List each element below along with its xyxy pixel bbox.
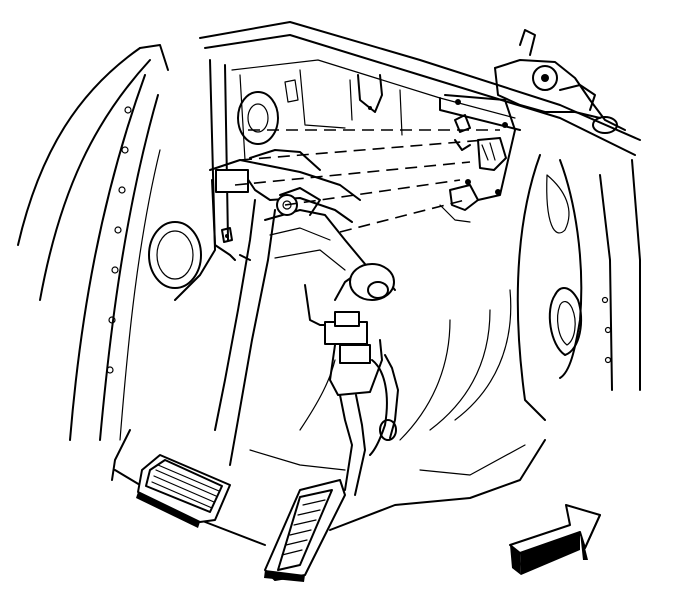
a-pillar-frame <box>17 44 169 441</box>
accelerator-pedal-module <box>304 263 399 496</box>
right-kick-panel <box>516 154 641 421</box>
steering-column-support <box>494 29 626 134</box>
pedal-mounting-studs <box>439 94 516 223</box>
brake-pedal-pad <box>136 454 231 528</box>
steering-port-seal <box>148 221 202 289</box>
accelerator-pedal-pad <box>264 479 346 582</box>
installation-alignment-lines <box>234 129 500 233</box>
dash-panel-cowl <box>174 21 641 301</box>
front-of-vehicle-arrow <box>509 504 601 575</box>
